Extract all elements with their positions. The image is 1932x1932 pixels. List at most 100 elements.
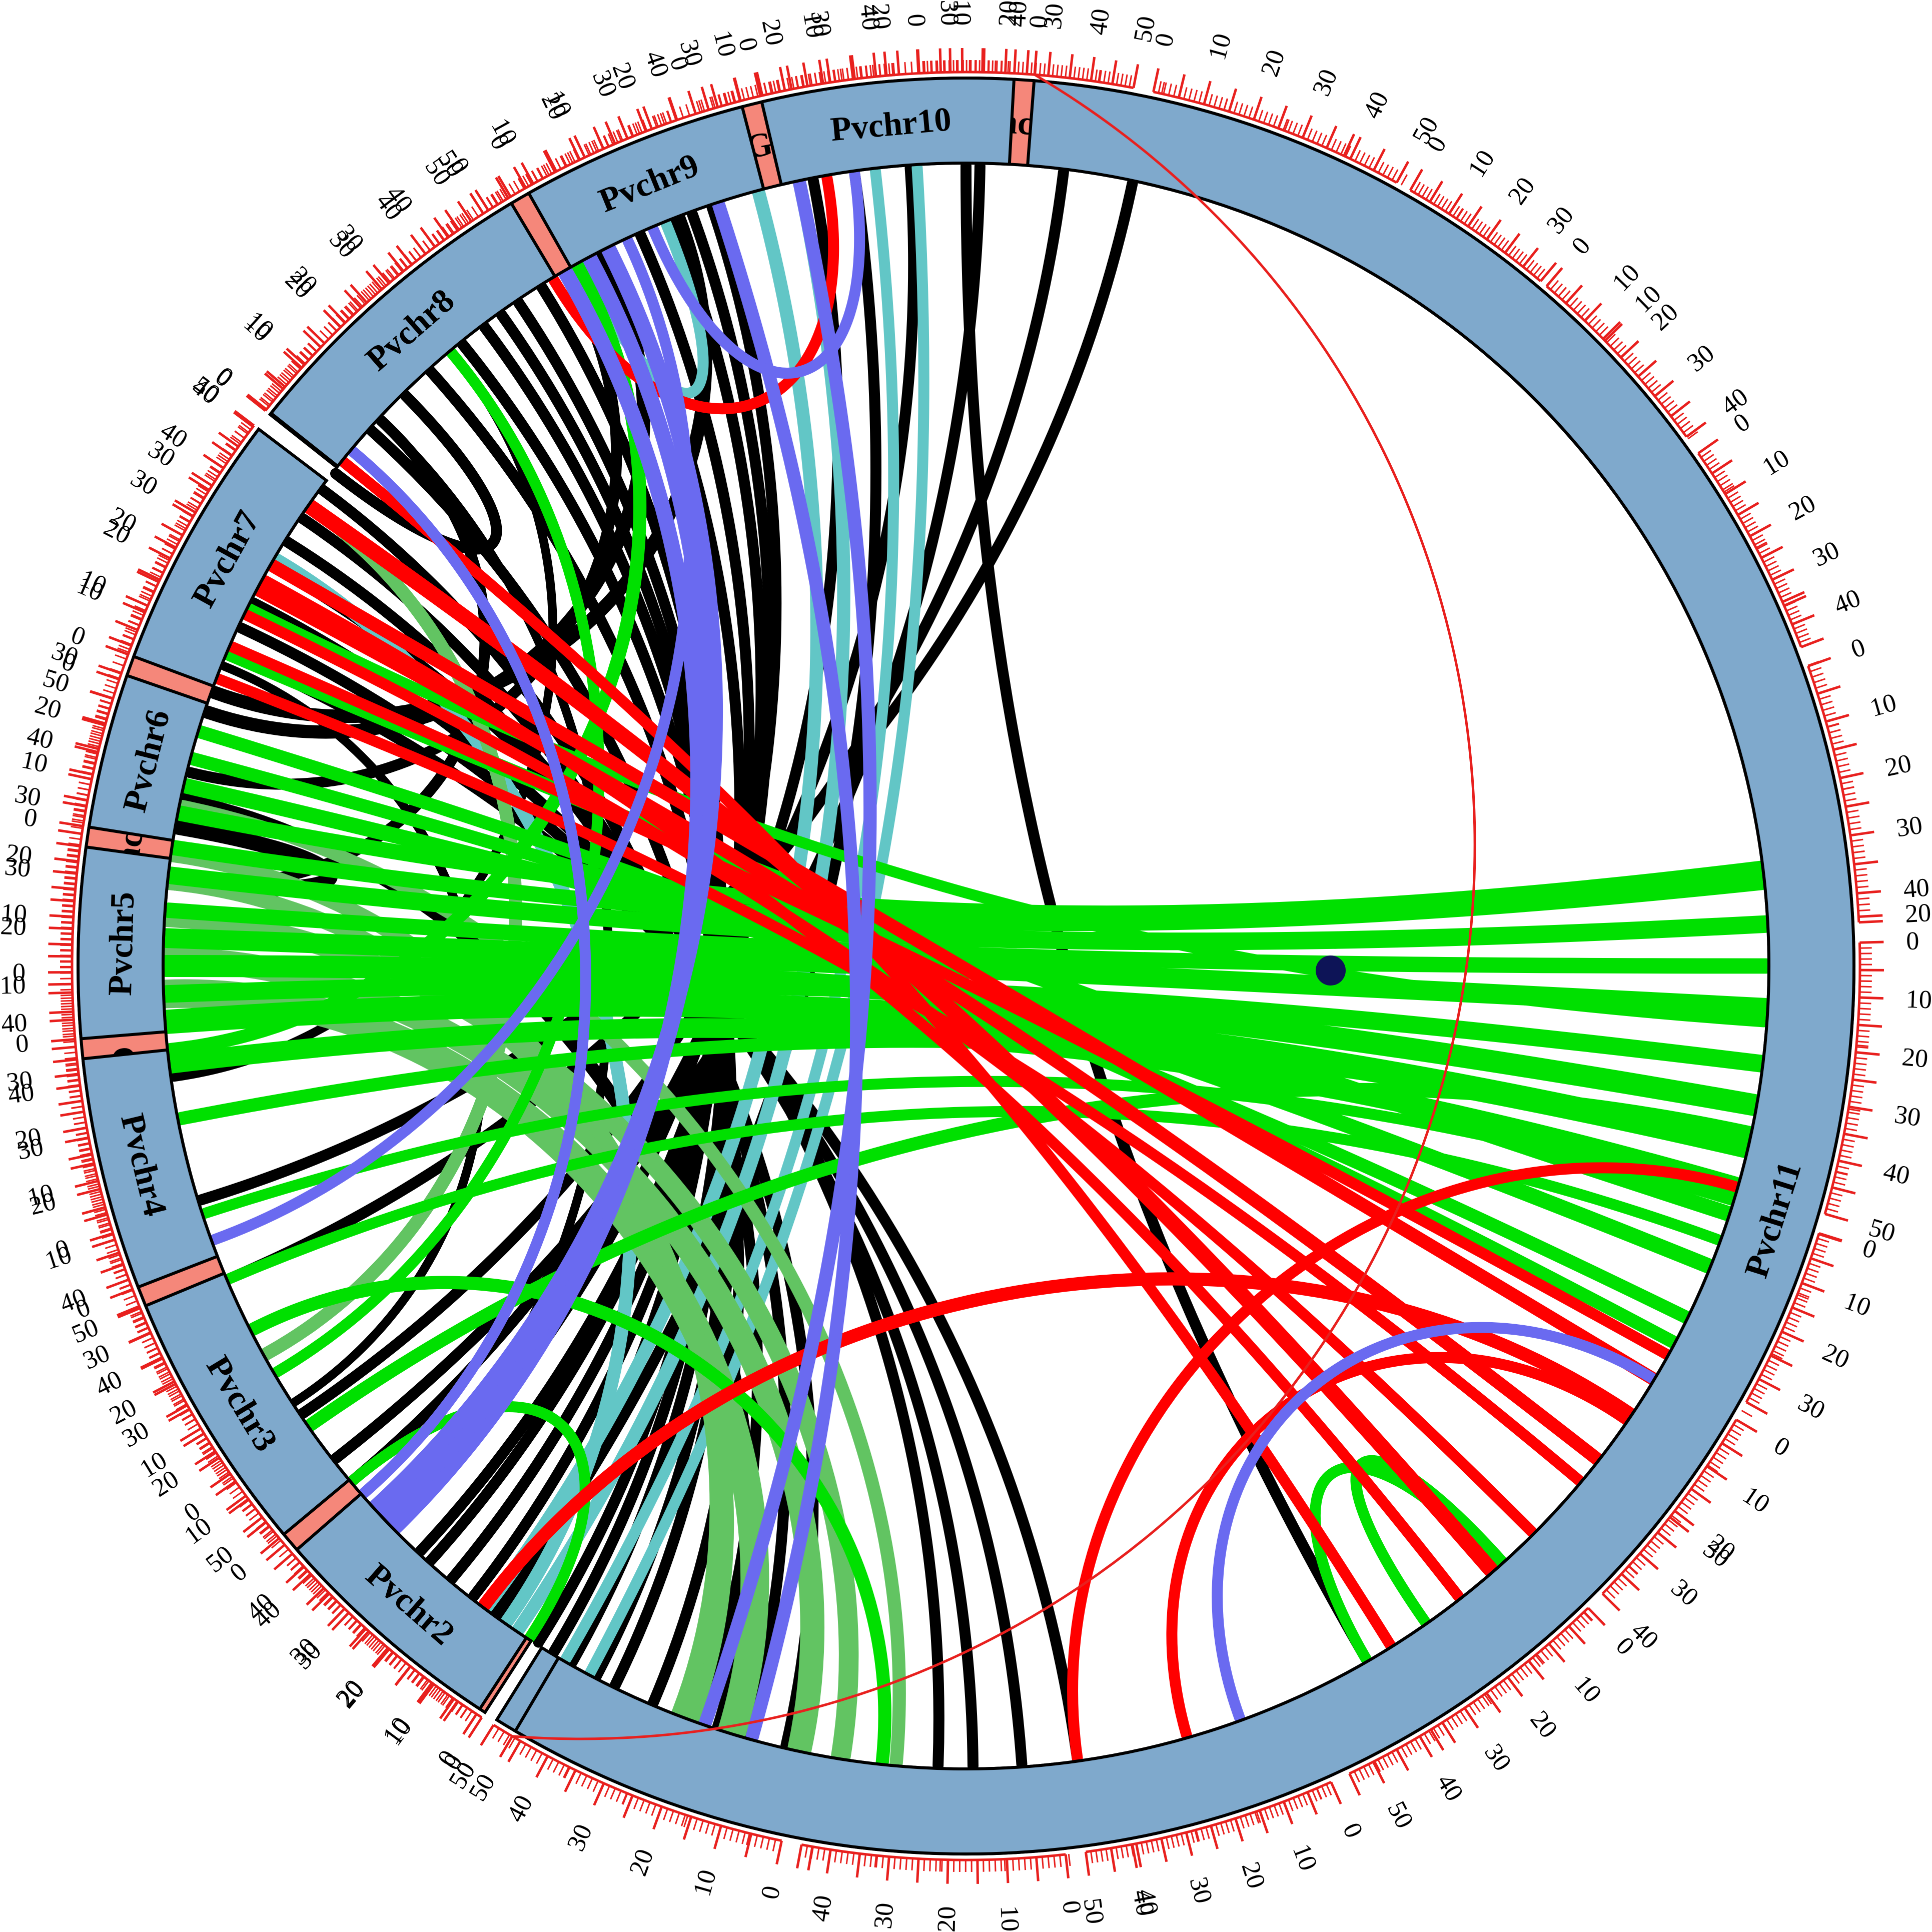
tick-mark <box>435 1690 444 1701</box>
tick-mark <box>389 1655 398 1666</box>
tick-mark <box>388 1655 398 1665</box>
tick-mark <box>54 857 79 863</box>
tick-mark <box>1776 583 1788 589</box>
tick-mark <box>203 1447 214 1455</box>
tick-mark <box>210 1472 231 1489</box>
tick-mark <box>1850 1095 1862 1099</box>
tick-mark <box>652 116 658 128</box>
tick-mark <box>97 1219 109 1224</box>
tick-label: 20 <box>866 2 896 31</box>
tick-mark <box>1601 1592 1621 1612</box>
tick-mark <box>72 818 84 822</box>
tick-mark <box>298 1570 309 1580</box>
tick-mark <box>294 1565 304 1575</box>
tick-mark <box>1467 206 1483 227</box>
tick-mark <box>114 1269 126 1275</box>
tick-mark <box>1068 1853 1071 1866</box>
tick-mark <box>1519 1667 1529 1677</box>
tick-mark <box>247 393 268 411</box>
tick-label: 30 <box>868 1902 899 1930</box>
tick-mark <box>1703 454 1714 462</box>
tick-mark <box>1120 74 1124 86</box>
tick-mark <box>1485 1692 1502 1713</box>
tick-mark <box>822 1848 826 1861</box>
tick-mark <box>1831 740 1844 745</box>
tick-label: 40 <box>7 1078 36 1109</box>
tick-label: 10 <box>797 10 830 40</box>
tick-mark <box>1620 1573 1640 1591</box>
tick-mark <box>66 860 79 863</box>
tick-mark <box>1105 1848 1109 1861</box>
tick-mark <box>1494 1686 1503 1697</box>
tick-mark <box>1851 1084 1864 1088</box>
tick-mark <box>283 351 303 369</box>
tick-mark <box>135 1322 147 1329</box>
tick-mark <box>711 1823 716 1836</box>
tick-mark <box>1024 1858 1027 1870</box>
tick-mark <box>1343 134 1356 157</box>
tick-mark <box>1817 685 1841 695</box>
tick-mark <box>916 1858 920 1883</box>
tick-mark <box>1268 1806 1274 1819</box>
tick-mark <box>1785 1321 1797 1328</box>
tick-mark <box>1463 213 1472 225</box>
tick-mark <box>1515 251 1524 262</box>
tick-label: 0 <box>224 1557 252 1587</box>
tick-mark <box>96 1251 120 1262</box>
tick-mark <box>176 1403 187 1411</box>
tick-mark <box>875 1855 878 1868</box>
tick-mark <box>1833 1181 1845 1186</box>
tick-mark <box>323 309 342 328</box>
tick-mark <box>1484 1693 1492 1705</box>
tick-mark <box>1463 1707 1479 1729</box>
tick-mark <box>1856 1041 1869 1044</box>
tick-mark <box>246 395 267 412</box>
tick-mark <box>1818 1233 1842 1243</box>
tick-mark <box>1747 525 1758 533</box>
tick-mark <box>1859 991 1872 994</box>
tick-mark <box>651 1804 657 1816</box>
tick-mark <box>645 1802 651 1814</box>
tick-mark <box>839 1851 843 1863</box>
tick-mark <box>187 1423 199 1431</box>
tick-mark <box>348 1619 358 1630</box>
tick-mark <box>362 289 372 300</box>
tick-label: 10 <box>42 1240 75 1275</box>
tick-mark <box>119 1283 131 1290</box>
tick-label: 20 <box>32 690 65 725</box>
tick-mark <box>1203 81 1212 105</box>
tick-mark <box>417 244 426 255</box>
tick-mark <box>1851 1090 1863 1093</box>
tick-mark <box>564 153 571 165</box>
tick-mark <box>1282 1801 1294 1825</box>
tick-mark <box>1273 1804 1279 1817</box>
tick-mark <box>273 1552 294 1571</box>
tick-mark <box>232 1491 244 1499</box>
tick-mark <box>416 1682 433 1703</box>
tick-mark <box>371 281 381 292</box>
tick-mark <box>1026 50 1030 75</box>
tick-mark <box>1548 1643 1566 1663</box>
tick-mark <box>503 1734 510 1745</box>
tick-mark <box>145 581 157 588</box>
tick-mark <box>286 348 306 366</box>
tick-mark <box>633 1797 639 1809</box>
tick-label: 30 <box>1793 1388 1829 1425</box>
tick-mark <box>1335 141 1342 153</box>
tick-mark <box>1125 1845 1130 1857</box>
tick-mark <box>98 705 110 710</box>
tick-mark <box>1033 51 1038 75</box>
chromosome-band <box>77 845 172 1041</box>
tick-mark <box>1522 247 1539 268</box>
tick-mark <box>988 60 990 73</box>
tick-mark <box>84 1170 96 1174</box>
tick-mark <box>749 86 754 98</box>
tick-mark <box>1809 667 1822 672</box>
tick-mark <box>56 841 81 848</box>
tick-mark <box>1848 1105 1873 1112</box>
tick-mark <box>1135 1843 1142 1867</box>
tick-label: 0 <box>902 13 931 28</box>
chromosome-Pvchr9: Pvchr9 <box>526 105 766 270</box>
